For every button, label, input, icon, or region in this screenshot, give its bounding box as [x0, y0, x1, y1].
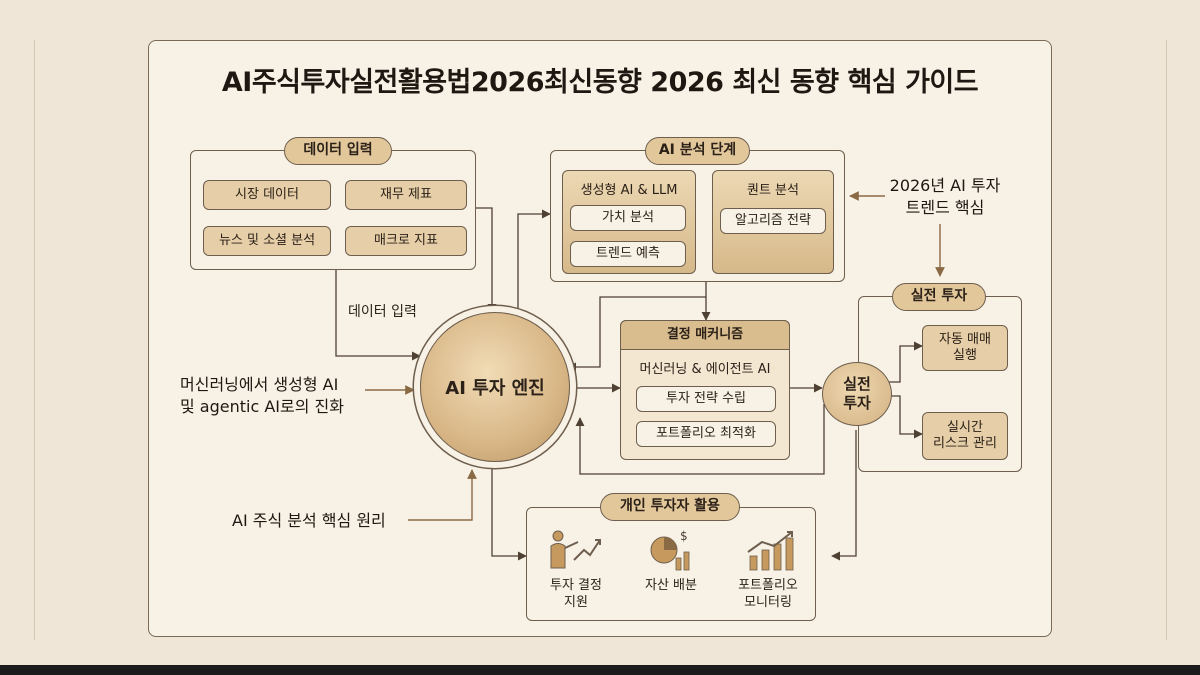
realtime-risk: 실시간 리스크 관리	[922, 412, 1008, 460]
trend-label: 2026년 AI 투자 트렌드 핵심	[880, 175, 1010, 218]
arrow-data-to-engine-left	[335, 270, 421, 361]
arrow-loop-to-engine	[567, 296, 706, 372]
arrow-live-back-to-engine	[575, 404, 825, 475]
arrow-engine-to-personal	[491, 462, 527, 561]
algorithm-strategy: 알고리즘 전략	[720, 208, 826, 234]
portfolio-monitoring-line1: 포트폴리오	[738, 578, 798, 593]
data-item-news-social: 뉴스 및 소셜 분석	[203, 226, 331, 256]
ai-analysis-header: AI 분석 단계	[645, 137, 750, 165]
live-invest-circle: 실전 투자	[822, 362, 892, 426]
decision-subtitle: 머신러닝 & 에이전트 AI	[639, 362, 771, 377]
realtime-risk-line2: 리스크 관리	[933, 436, 997, 451]
gen-ai-title: 생성형 AI & LLM	[580, 183, 678, 198]
portfolio-optimization: 포트폴리오 최적화	[636, 421, 776, 447]
ai-investment-engine: AI 투자 엔진	[420, 312, 570, 462]
arrow-principle-to-engine	[408, 469, 477, 521]
bottom-bar	[0, 665, 1200, 675]
live-circle-line1: 실전	[843, 375, 871, 394]
personal-header: 개인 투자자 활용	[600, 493, 740, 521]
bar-chart-trend-icon	[747, 531, 794, 571]
decision-header: 결정 매커니즘	[620, 320, 790, 350]
trend-forecast: 트렌드 예측	[570, 241, 686, 267]
quant-title: 퀀트 분석	[747, 183, 799, 198]
svg-text:$: $	[680, 529, 688, 543]
data-item-financials: 재무 제표	[345, 180, 467, 210]
evolution-label-line1: 머신러닝에서 생성형 AI	[180, 375, 339, 394]
arrow-live-to-personal	[831, 430, 857, 561]
portfolio-monitoring-label: 포트폴리오 모니터링	[726, 578, 810, 612]
decision-support-label: 투자 결정 지원	[536, 578, 616, 612]
pie-chart-dollar-icon: $	[650, 529, 690, 571]
trend-label-line2: 트렌드 핵심	[905, 197, 985, 217]
principle-label: AI 주식 분석 핵심 원리	[232, 511, 386, 530]
live-circle-line2: 투자	[843, 394, 871, 412]
realtime-risk-line1: 실시간	[947, 419, 983, 435]
arrow-data-to-engine-top	[476, 207, 497, 313]
arrow-live-to-risk	[888, 395, 923, 439]
strategy-building: 투자 전략 수립	[636, 386, 776, 412]
data-input-flow-label: 데이터 입력	[348, 304, 417, 320]
decision-support-line1: 투자 결정	[550, 578, 602, 593]
data-input-header: 데이터 입력	[284, 137, 392, 165]
auto-trading-line2: 실행	[953, 348, 977, 363]
left-divider	[34, 40, 35, 640]
arrow-engine-to-analysis	[517, 209, 551, 318]
data-item-macro: 매크로 지표	[345, 226, 467, 256]
portfolio-monitoring-line2: 모니터링	[744, 594, 792, 610]
asset-allocation-line1: 자산 배분	[645, 578, 697, 593]
auto-trading: 자동 매매 실행	[922, 325, 1008, 371]
presenter-chart-icon	[550, 530, 601, 569]
asset-allocation-label: 자산 배분	[631, 578, 711, 595]
arrow-live-to-auto	[888, 341, 923, 383]
decision-support-line2: 지원	[564, 594, 588, 610]
evolution-label-line2: 및 agentic AI로의 진화	[180, 396, 344, 416]
evolution-label: 머신러닝에서 생성형 AI 및 agentic AI로의 진화	[180, 374, 365, 417]
right-divider	[1166, 40, 1167, 640]
value-analysis: 가치 분석	[570, 205, 686, 231]
trend-label-line1: 2026년 AI 투자	[889, 176, 1001, 195]
page-title: AI주식투자실전활용법2026최신동향 2026 최신 동향 핵심 가이드	[221, 67, 979, 98]
live-invest-header: 실전 투자	[892, 283, 986, 311]
data-item-market: 시장 데이터	[203, 180, 331, 210]
auto-trading-line1: 자동 매매	[939, 331, 991, 347]
